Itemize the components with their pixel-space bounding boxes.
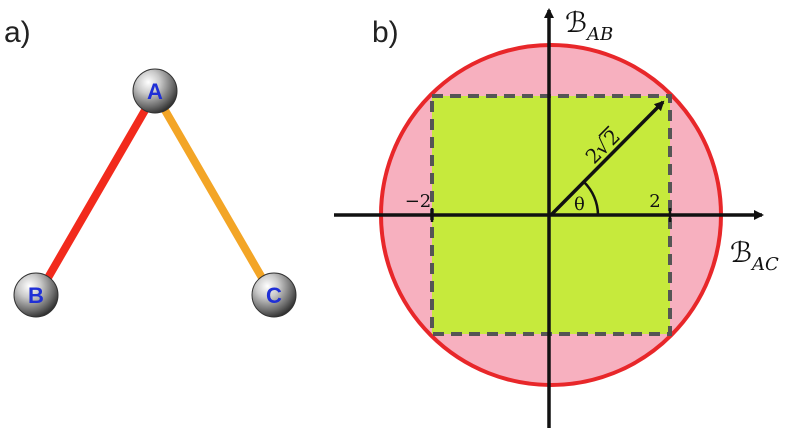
node-b: B — [13, 272, 59, 318]
node-a-label: A — [147, 79, 163, 104]
panel-a-label: a) — [4, 16, 31, 49]
y-axis-subscript: AB — [585, 24, 613, 45]
y-axis-title: ℬAB — [565, 6, 613, 45]
x-axis-letter: ℬ — [730, 236, 752, 269]
vector-arrow — [549, 100, 665, 217]
sqrt-bar — [598, 125, 610, 137]
node-b-label: B — [28, 283, 44, 308]
tick-pos-label: 2 — [649, 191, 660, 212]
x-axis-title: ℬAC — [730, 236, 779, 275]
panel-b-label: b) — [372, 16, 399, 49]
y-axis-letter: ℬ — [565, 6, 587, 39]
tick-neg-label: −2 — [405, 191, 432, 212]
edge-ab — [34, 90, 159, 298]
node-a: A — [132, 68, 178, 114]
node-c: C — [251, 272, 297, 318]
angle-label: θ — [574, 194, 585, 215]
angle-arc — [583, 181, 600, 216]
x-axis-subscript: AC — [750, 254, 779, 275]
node-c-label: C — [266, 283, 282, 308]
edge-ac — [151, 90, 276, 298]
